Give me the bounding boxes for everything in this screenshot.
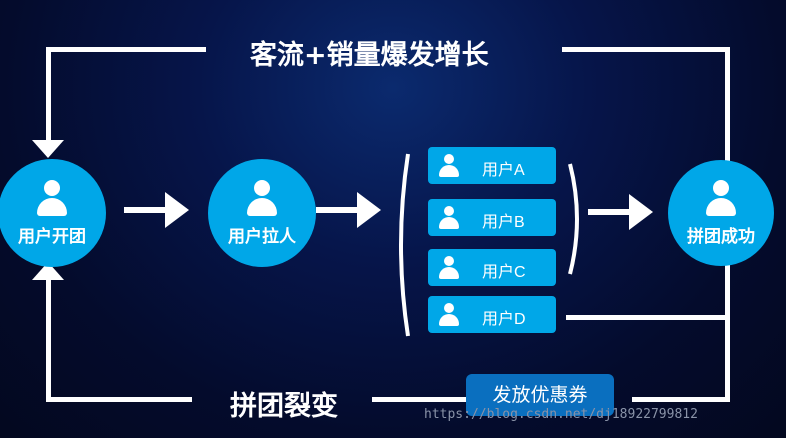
arrow-into-open [32, 140, 64, 158]
user-icon [35, 179, 69, 218]
node-group-success: 拼团成功 [668, 160, 774, 266]
node-user-invite: 用户拉人 [208, 159, 316, 267]
bottom-loop-left-vertical [46, 276, 51, 402]
user-icon [245, 179, 279, 218]
arrow-2-head [357, 192, 381, 228]
user-a-box: 用户A [428, 147, 556, 184]
top-loop-left-segment [46, 47, 206, 52]
node-group-success-label: 拼团成功 [687, 226, 755, 247]
top-loop-left-vertical [46, 47, 51, 142]
top-loop-right-vertical [725, 47, 730, 163]
user-icon [438, 206, 460, 230]
left-bracket [399, 153, 410, 337]
top-loop-right-segment [562, 47, 730, 52]
user-icon [438, 303, 460, 327]
top-label: 客流+销量爆发增长 [250, 40, 489, 71]
right-bracket [568, 163, 579, 275]
node-user-open-label: 用户开团 [18, 226, 86, 247]
user-d-return-line [566, 315, 728, 320]
bottom-loop-mid-segment [372, 397, 466, 402]
arrow-3-shaft [588, 209, 632, 215]
bottom-label: 拼团裂变 [230, 391, 338, 422]
arrow-2-shaft [316, 207, 360, 213]
watermark: https://blog.csdn.net/dj18922799812 [424, 407, 698, 422]
coupon-box: 发放优惠券 [466, 374, 614, 416]
user-b-label: 用户B [482, 214, 525, 231]
user-b-box: 用户B [428, 199, 556, 236]
user-icon [438, 256, 460, 280]
user-d-box: 用户D [428, 296, 556, 333]
user-d-label: 用户D [482, 311, 526, 328]
user-icon [704, 179, 738, 218]
user-c-label: 用户C [482, 264, 526, 281]
user-c-box: 用户C [428, 249, 556, 286]
bottom-loop-right-segment [632, 397, 730, 402]
node-user-invite-label: 用户拉人 [228, 226, 296, 247]
arrow-1-head [165, 192, 189, 228]
arrow-1-shaft [124, 207, 168, 213]
right-loop-lower-vertical [725, 262, 730, 402]
bottom-loop-left-segment [46, 397, 192, 402]
arrow-3-head [629, 194, 653, 230]
node-user-open: 用户开团 [0, 159, 106, 267]
user-icon [438, 154, 460, 178]
user-a-label: 用户A [482, 162, 525, 179]
